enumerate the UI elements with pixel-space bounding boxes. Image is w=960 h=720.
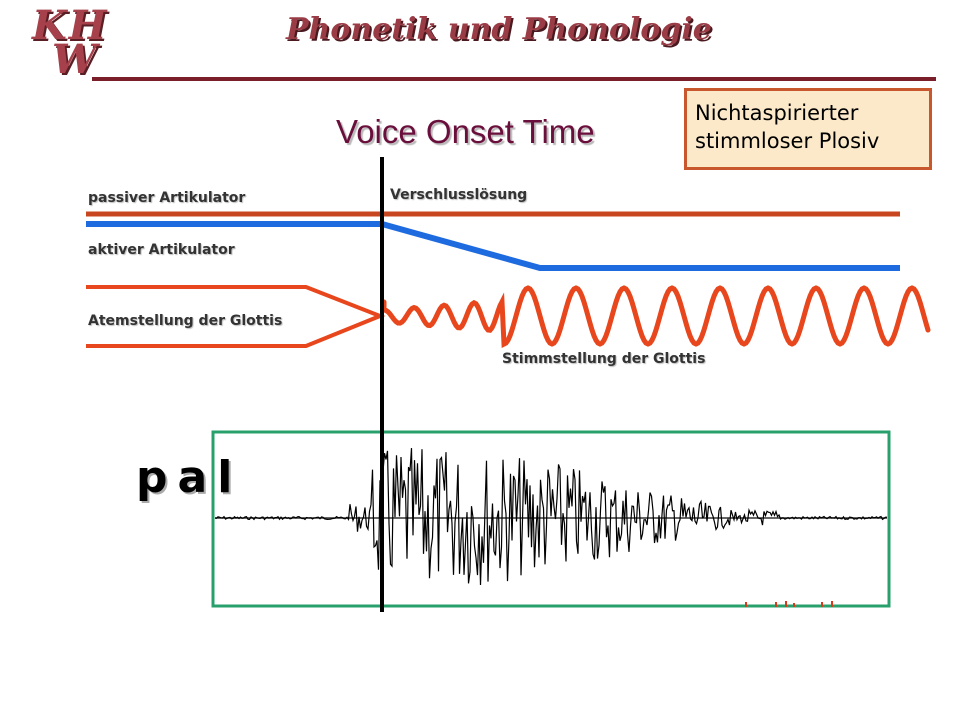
callout-line-2: stimmloser Plosiv	[695, 129, 880, 153]
label-active-articulator: aktiver Artikulator	[88, 242, 235, 258]
label-breath-glottis: Atemstellung der Glottis	[88, 313, 283, 329]
logo-line-2: W	[52, 36, 97, 83]
waveform-panel	[211, 430, 891, 608]
header-title: Phonetik und Phonologie	[286, 12, 712, 47]
callout-line-1: Nichtaspirierter	[695, 101, 859, 125]
active-articulator-line	[86, 221, 900, 271]
header-divider	[92, 77, 936, 81]
label-passive-articulator: passiver Artikulator	[88, 190, 246, 206]
label-release: Verschlusslösung	[390, 187, 528, 203]
logo-line-1: KH	[32, 2, 109, 49]
waveform-red-ticks	[745, 601, 833, 607]
speech-waveform	[214, 448, 887, 586]
label-voice-glottis: Stimmstellung der Glottis	[502, 351, 706, 367]
phonetic-transcription: pal	[136, 452, 243, 503]
callout-box: Nichtaspirierter stimmloser Plosiv	[684, 88, 932, 170]
khw-logo: KH W	[28, 2, 128, 83]
slide-title: Voice Onset Time	[336, 113, 595, 150]
glottis-voicing-wave	[381, 285, 931, 348]
